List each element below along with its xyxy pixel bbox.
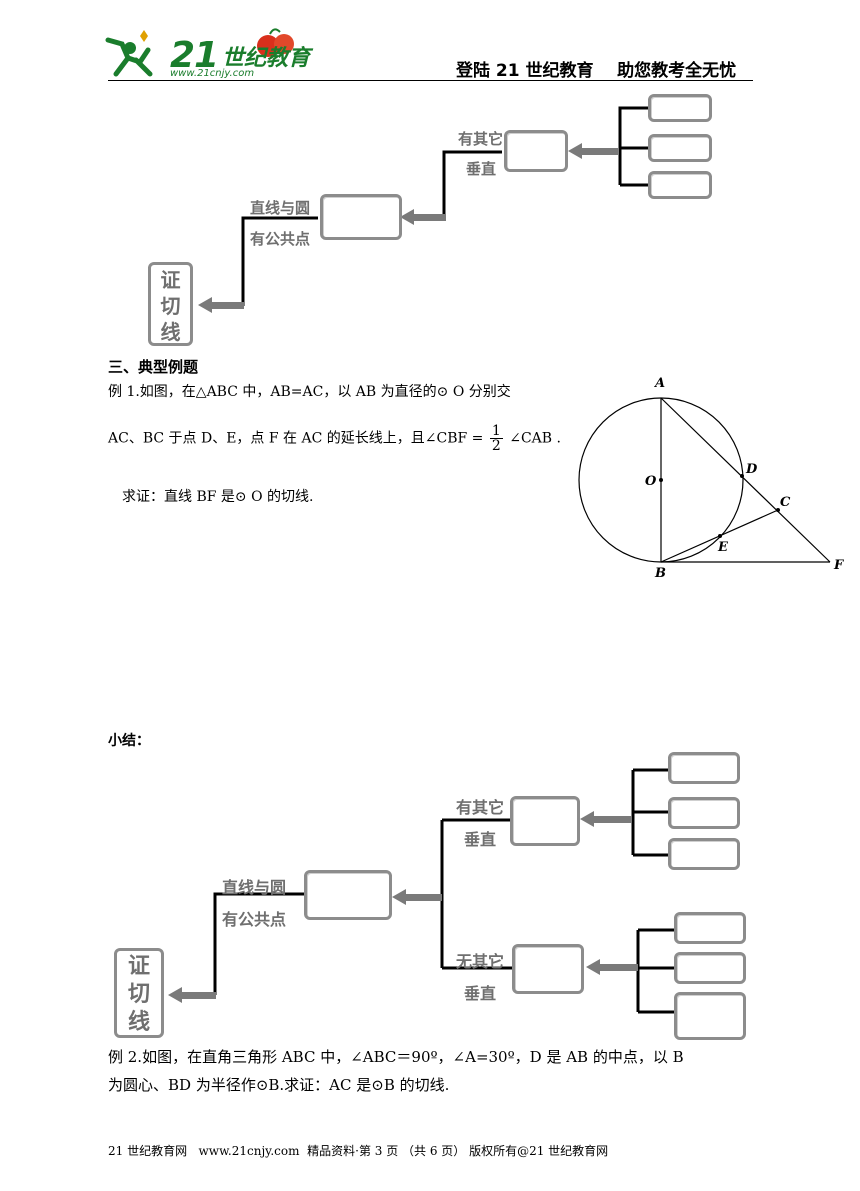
prove-char-1: 证: [160, 268, 181, 292]
logo-number: 21: [170, 35, 219, 76]
diagram1-label-perpendicular: 垂直: [466, 160, 497, 178]
fraction-numerator: 1: [489, 423, 503, 439]
diagram2-blank-box-r5: [674, 952, 746, 984]
example1-line2-text: AC、BC 于点 D、E，点 F 在 AC 的延长线上，且∠CBF =: [108, 430, 484, 447]
prove2-char-3: 线: [127, 1010, 150, 1035]
prove2-char-2: 切: [127, 982, 150, 1007]
diagram2-blank-box-noperp: [512, 944, 584, 994]
fraction-denominator: 2: [491, 438, 501, 454]
section-title: 三、典型例题: [108, 358, 199, 376]
diagram1-blank-box-r2: [648, 134, 712, 162]
diagram1-blank-box-r3: [648, 171, 712, 199]
example1-line1: 例 1.如图，在△ABC 中，AB=AC，以 AB 为直径的⊙ O 分别交: [108, 384, 511, 400]
prove-char-3: 线: [160, 320, 181, 344]
point-label-f: F: [834, 558, 844, 573]
point-label-b: B: [655, 566, 666, 581]
summary-title: 小结：: [108, 733, 150, 749]
logo-runner-icon: [105, 28, 294, 77]
point-label-a: A: [655, 376, 666, 391]
example2-line1: 例 2.如图，在直角三角形 ABC 中，∠ABC＝90º，∠A=30º，D 是 …: [108, 1048, 684, 1066]
diagram2-connectors: [168, 768, 674, 1014]
logo-text: 世纪教育: [222, 46, 311, 71]
prove2-char-1: 证: [127, 954, 150, 979]
diagram1-blank-box-perp: [504, 130, 568, 172]
diagram2-label-none: 无其它: [456, 952, 505, 971]
header-rule: [108, 80, 753, 81]
logo-url: www.21cnjy.com: [170, 68, 255, 79]
example1-fraction: 1 2: [489, 423, 503, 454]
diagram2-blank-box-r2: [668, 797, 740, 829]
figure1-drawing: [578, 397, 831, 563]
point-label-c: C: [780, 495, 791, 510]
point-label-d: D: [746, 462, 758, 477]
point-label-o: O: [645, 474, 657, 489]
diagram2-label-perpendicular: 垂直: [464, 830, 497, 849]
diagram2-label-none-perpendicular: 垂直: [464, 984, 497, 1003]
prove-char-2: 切: [160, 294, 181, 318]
example1-line2-tail: ∠CAB .: [509, 430, 561, 447]
diagram2-blank-box-common: [304, 870, 392, 920]
diagram2-prove-tangent-box: 证 切 线: [114, 948, 164, 1038]
diagram2-label-other: 有其它: [456, 798, 505, 817]
diagram1-blank-box-common: [320, 194, 402, 240]
page-footer: 21 世纪教育网 www.21cnjy.com 精品资料·第 3 页 （共 6 …: [108, 1144, 609, 1158]
example1-prove: 求证：直线 BF 是⊙ O 的切线.: [122, 489, 314, 505]
diagram2-blank-box-r3: [668, 838, 740, 870]
diagram1-blank-box-r1: [648, 94, 712, 122]
example2-line2: 为圆心、BD 为半径作⊙B.求证：AC 是⊙B 的切线.: [108, 1076, 450, 1094]
header-slogan: 登陆 21 世纪教育 助您教考全无忧: [456, 61, 737, 81]
diagram2-blank-box-perp: [510, 796, 580, 846]
diagram2-label-line-circle: 直线与圆: [222, 878, 287, 897]
diagram2-blank-box-r4: [674, 912, 746, 944]
diagram2-blank-box-r1: [668, 752, 740, 784]
diagram2-label-common-point: 有公共点: [222, 910, 287, 929]
diagram1-connectors: [198, 106, 648, 313]
diagram1-prove-tangent-box: 证 切 线: [148, 262, 193, 346]
point-label-e: E: [718, 540, 728, 555]
diagram1-label-common-point: 有公共点: [250, 230, 311, 248]
diagram2-blank-box-r6: [674, 992, 746, 1040]
example1-line2: AC、BC 于点 D、E，点 F 在 AC 的延长线上，且∠CBF = 1 2 …: [108, 424, 561, 453]
diagram1-label-line-circle: 直线与圆: [250, 199, 311, 217]
diagram1-label-other: 有其它: [458, 130, 504, 148]
